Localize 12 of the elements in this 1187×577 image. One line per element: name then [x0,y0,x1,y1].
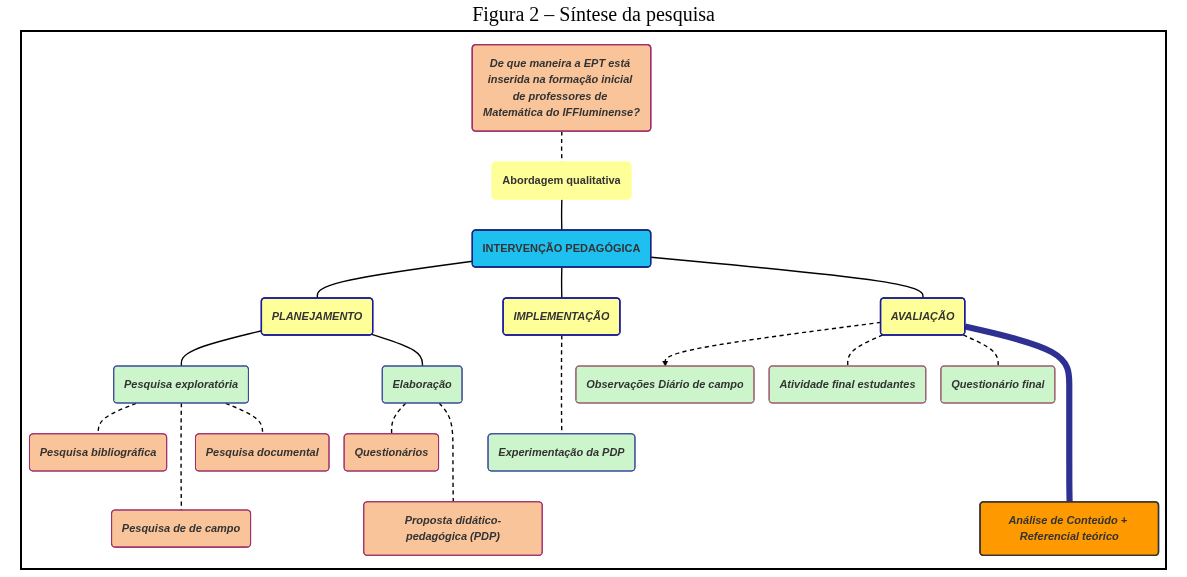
connector [224,402,263,435]
connector [390,402,406,435]
connector [438,402,454,503]
connector [180,330,262,367]
connector [963,323,1073,503]
connector [560,198,562,231]
figure-title: Figura 2 – Síntese da pesquisa [471,2,716,28]
connector [560,266,562,299]
connector [846,334,883,367]
connector [370,333,423,367]
connector [962,334,999,367]
arrow [661,321,882,367]
